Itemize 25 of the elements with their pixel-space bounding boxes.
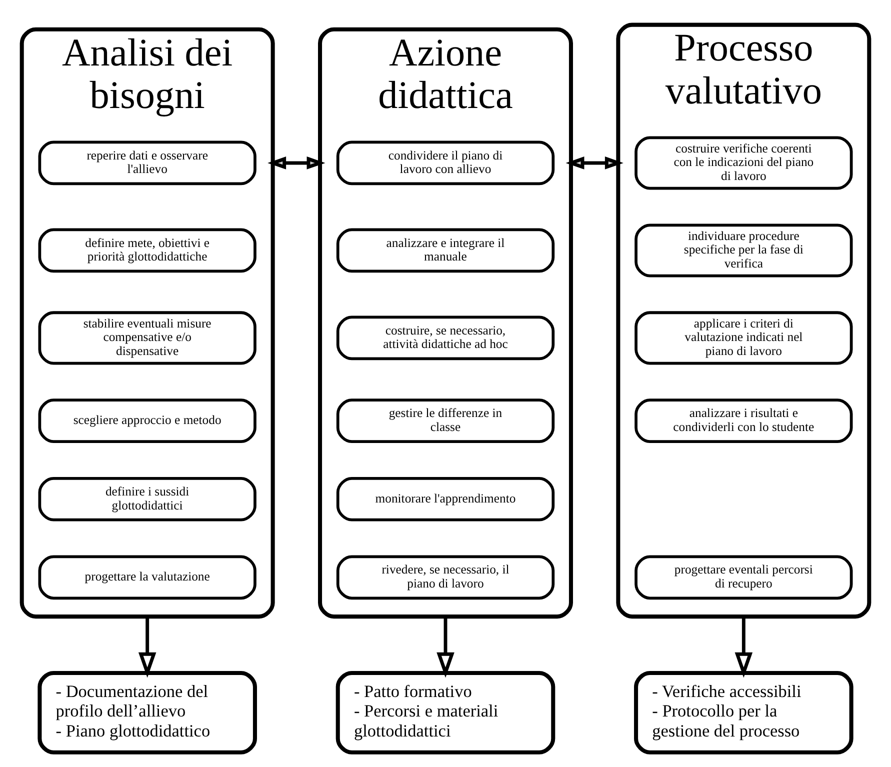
node-box: - Verifiche accessibili - Protocollo per la gestione del processo xyxy=(634,670,854,754)
node-box: definire i sussidi glottodidattici xyxy=(38,476,256,521)
node-box: definire mete, obiettivi e priorità glottodidattiche xyxy=(38,228,256,272)
node-box: - Patto formativo - Percorsi e materiali glottodidattici xyxy=(336,670,556,754)
node-box: progettare eventali percorsi di recupero xyxy=(634,554,853,600)
node-box: applicare i criteri di valutazione indicati nel piano di lavoro xyxy=(634,310,853,364)
node-box: costruire, se necessario, attività didattiche ad hoc xyxy=(336,315,555,360)
node-box: analizzare e integrare il manuale xyxy=(336,228,555,272)
node-box: individuare procedure specifiche per la fase di verifica xyxy=(634,223,853,277)
arrow xyxy=(734,616,753,678)
node-box: analizzare i risultati e condividerli con lo studente xyxy=(634,398,853,442)
node-box: condividere il piano di lavoro con allievo xyxy=(336,140,555,185)
node-box: costruire verifiche coerenti con le indicazioni del piano di lavoro xyxy=(634,136,853,190)
node-box: gestire le differenze in classe xyxy=(336,398,555,442)
arrow xyxy=(138,616,156,678)
node-box: monitorare l'apprendimento xyxy=(336,476,555,521)
node-box: rivedere, se necessario, il piano di lavoro xyxy=(336,554,555,600)
node-box: scegliere approccio e metodo xyxy=(38,398,256,442)
node-box: stabilire eventuali misure compensative e/o dispensative xyxy=(38,310,256,364)
arrow xyxy=(268,156,326,169)
node-box: reperire dati e osservare l'allievo xyxy=(38,140,256,185)
arrow xyxy=(436,616,454,678)
node-box: - Documentazione del profilo dell’allievo - Piano glottodidattico xyxy=(38,670,257,754)
arrow xyxy=(566,156,624,169)
node-box: progettare la valutazione xyxy=(38,554,256,600)
